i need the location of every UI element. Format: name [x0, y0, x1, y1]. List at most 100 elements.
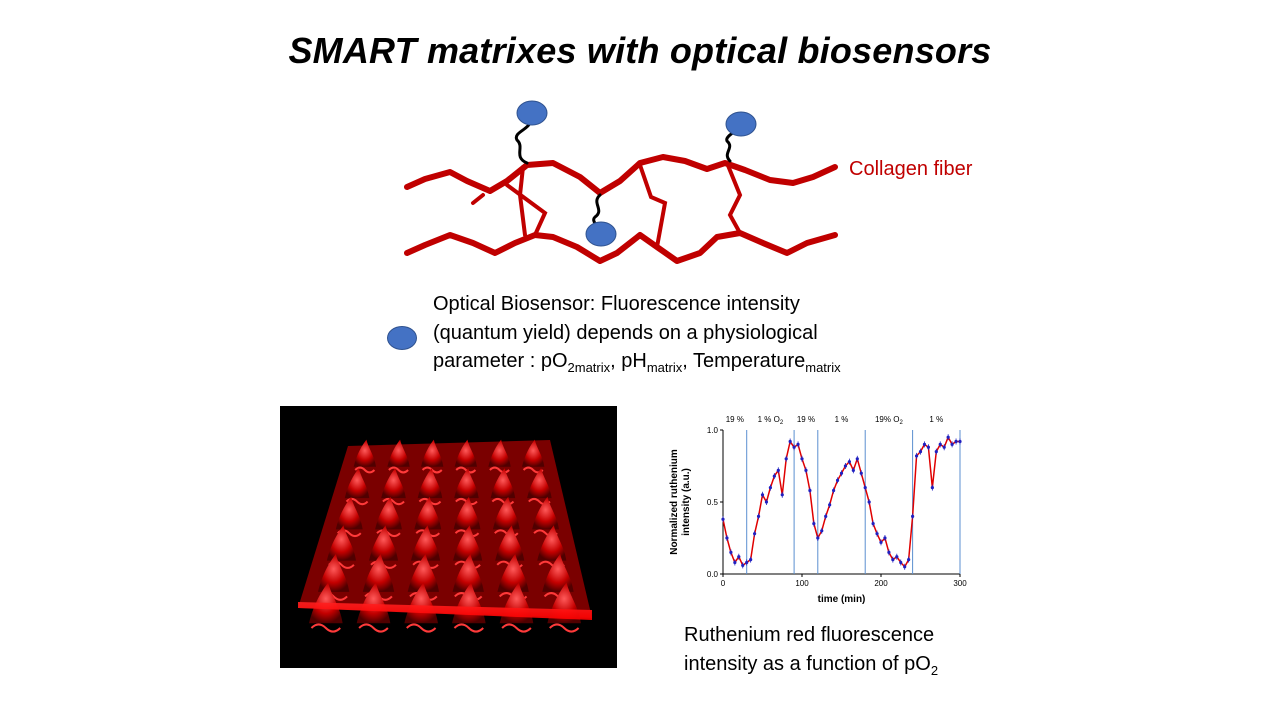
y-tick-label: 0.0 — [707, 570, 719, 579]
surface-spike — [454, 439, 478, 467]
collagen-crosslinks — [471, 161, 743, 249]
data-point — [895, 555, 899, 559]
data-point — [733, 560, 737, 565]
surface-ripple — [406, 623, 437, 633]
surface-ripple — [376, 529, 401, 538]
data-point — [879, 540, 883, 544]
sensor-molecule-1 — [516, 100, 548, 126]
caption-line-1: Ruthenium red fluorescence — [684, 624, 935, 646]
phase-label: 1 % — [835, 415, 849, 424]
surface-ripple — [358, 623, 389, 633]
data-point — [934, 450, 938, 454]
sensor-molecule-3 — [725, 111, 757, 137]
data-point — [721, 517, 725, 521]
data-point — [863, 486, 867, 490]
surface-spike — [353, 439, 377, 467]
data-point — [847, 460, 851, 464]
data-point — [938, 442, 942, 446]
data-point — [926, 445, 930, 449]
data-point — [887, 550, 891, 554]
data-point — [796, 442, 800, 446]
desc-line-1: Optical Biosensor: Fluorescence intensit… — [433, 293, 800, 315]
data-point — [835, 478, 840, 482]
data-point — [784, 457, 788, 461]
data-point — [832, 488, 836, 493]
data-point — [859, 471, 863, 475]
y-axis-label-line-2: intensity (a.u.) — [681, 468, 692, 536]
collagen-fiber-top — [404, 154, 838, 196]
y-axis-label-line-1: Normalized ruthenium — [669, 449, 680, 555]
data-point — [737, 555, 741, 559]
data-point — [780, 493, 784, 497]
phase-label: 19 % — [797, 415, 815, 424]
data-series-line — [722, 436, 960, 568]
collagen-fiber-label: Collagen fiber — [849, 158, 973, 180]
surface-spike — [537, 525, 567, 561]
data-point — [899, 560, 903, 565]
data-point — [804, 468, 808, 472]
data-point — [725, 536, 729, 540]
surface-spike — [453, 525, 483, 561]
data-point — [753, 532, 757, 536]
surface-spike — [375, 496, 402, 530]
surface-ripple — [310, 623, 341, 633]
data-point — [839, 471, 844, 475]
y-tick-label: 1.0 — [707, 426, 719, 435]
x-tick-label: 300 — [953, 579, 967, 588]
data-point — [788, 439, 792, 444]
data-point — [828, 503, 832, 507]
x-tick-label: 100 — [795, 579, 809, 588]
data-point — [867, 500, 871, 504]
surface-spike — [411, 525, 441, 561]
surface-spike — [407, 553, 440, 592]
surface-ripple — [388, 466, 409, 474]
collagen-fiber-bottom — [404, 230, 838, 264]
data-point — [816, 536, 820, 540]
surface-spike — [488, 439, 511, 467]
surface-spike — [490, 468, 516, 499]
data-point — [942, 445, 946, 449]
data-point — [950, 442, 954, 446]
surface-spike — [454, 468, 479, 499]
data-point — [800, 457, 804, 461]
data-point — [741, 563, 745, 567]
desc-line-3: parameter : pO2matrix, pHmatrix, Tempera… — [433, 350, 841, 375]
data-point — [922, 442, 927, 446]
data-point — [812, 522, 816, 526]
data-point — [946, 435, 950, 439]
data-point — [824, 514, 828, 518]
chart-caption: Ruthenium red fluorescence intensity as … — [684, 621, 1004, 685]
phase-label: 19 % — [726, 415, 744, 424]
surface-spike — [344, 468, 370, 499]
surface-spike — [356, 582, 391, 624]
data-point — [768, 486, 772, 490]
data-point — [883, 536, 887, 540]
data-point — [954, 439, 958, 444]
surface-spike — [532, 496, 560, 530]
surface-spike — [453, 496, 481, 530]
surface-spike — [420, 439, 444, 467]
surface-spike — [542, 553, 574, 592]
surface-ripple — [489, 466, 510, 474]
surface-spike — [326, 525, 356, 561]
data-point — [776, 468, 780, 472]
surface-spike — [317, 553, 350, 592]
surface-spike — [521, 439, 545, 467]
phase-label: 1 % — [929, 415, 943, 424]
data-point — [903, 565, 907, 569]
data-point — [918, 450, 923, 454]
surface-ripple — [354, 466, 376, 474]
data-point — [891, 558, 895, 562]
surface-spike — [381, 468, 406, 499]
data-point — [871, 522, 875, 526]
caption-line-2: intensity as a function of pO2 — [684, 653, 939, 678]
desc-line-2: (quantum yield) depends on a physiologic… — [433, 321, 818, 344]
fluorescence-matrix-image — [280, 406, 617, 668]
data-point — [958, 439, 962, 444]
surface-ripple — [382, 497, 405, 506]
surface-ripple — [455, 466, 477, 474]
data-point — [843, 464, 848, 468]
surface-spike — [417, 468, 443, 499]
data-point — [792, 445, 796, 449]
